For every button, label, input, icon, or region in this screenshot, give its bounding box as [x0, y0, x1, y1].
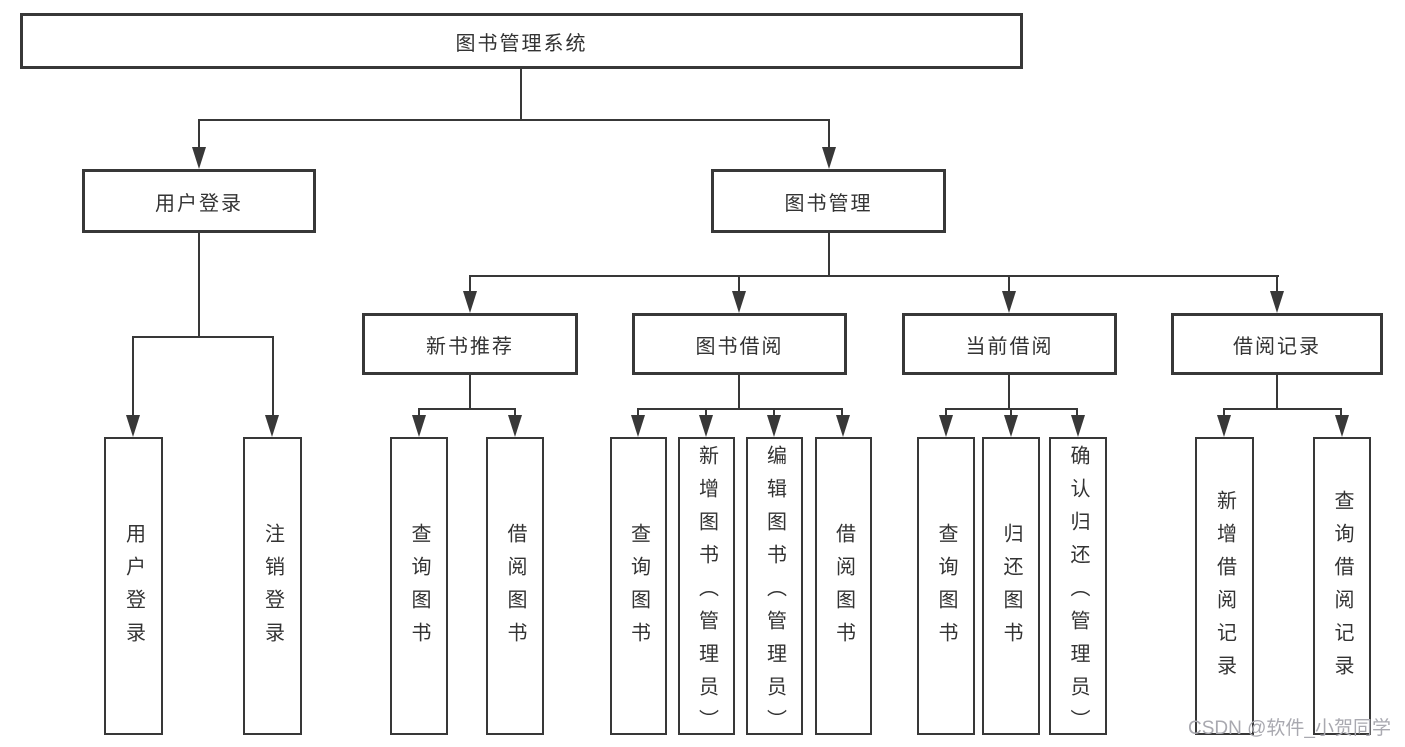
connector-line: [738, 375, 740, 408]
connector-line: [773, 410, 775, 416]
arrow-down-icon: [126, 415, 140, 437]
leaf-query-books-borrowing: 查询图书: [610, 437, 667, 735]
connector-line: [1076, 410, 1078, 416]
arrow-down-icon: [1270, 291, 1284, 313]
connector-line: [828, 233, 830, 275]
node-book-management: 图书管理: [711, 169, 946, 233]
connector-line: [272, 338, 274, 416]
arrow-down-icon: [463, 291, 477, 313]
connector-line: [514, 410, 516, 416]
arrow-down-icon: [1002, 291, 1016, 313]
connector-line: [198, 121, 200, 149]
connector-line: [469, 277, 471, 291]
node-new-book-recommendation: 新书推荐: [362, 313, 578, 375]
arrow-down-icon: [1071, 415, 1085, 437]
leaf-user-login: 用户登录: [104, 437, 163, 735]
arrow-down-icon: [265, 415, 279, 437]
leaf-add-borrow-record: 新增借阅记录: [1195, 437, 1254, 735]
arrow-down-icon: [412, 415, 426, 437]
leaf-confirm-return-admin: 确认归还（管理员）: [1049, 437, 1107, 742]
arrow-down-icon: [767, 415, 781, 437]
connector-line: [469, 275, 1279, 277]
arrow-down-icon: [1004, 415, 1018, 437]
connector-line: [828, 121, 830, 149]
connector-line: [198, 233, 200, 336]
connector-line: [1223, 410, 1225, 416]
leaf-borrow-books: 借阅图书: [815, 437, 872, 735]
leaf-borrow-books-recommend: 借阅图书: [486, 437, 544, 735]
node-book-borrowing: 图书借阅: [632, 313, 847, 375]
connector-line: [1008, 277, 1010, 291]
connector-line: [705, 410, 707, 416]
arrow-down-icon: [699, 415, 713, 437]
connector-line: [841, 410, 843, 416]
node-library-management-system: 图书管理系统: [20, 13, 1023, 69]
arrow-down-icon: [822, 147, 836, 169]
connector-line: [1276, 277, 1278, 291]
connector-line: [520, 69, 522, 119]
leaf-query-books-recommend: 查询图书: [390, 437, 448, 735]
csdn-watermark: CSDN @软件_小贺同学: [1188, 718, 1391, 739]
connector-line: [418, 408, 516, 410]
connector-line: [132, 338, 134, 416]
connector-line: [945, 408, 1078, 410]
arrow-down-icon: [631, 415, 645, 437]
leaf-edit-books-admin: 编辑图书（管理员）: [746, 437, 803, 742]
node-borrowing-records: 借阅记录: [1171, 313, 1383, 375]
connector-line: [1010, 410, 1012, 416]
node-current-borrowing: 当前借阅: [902, 313, 1117, 375]
connector-line: [418, 410, 420, 416]
arrow-down-icon: [508, 415, 522, 437]
leaf-add-books-admin: 新增图书（管理员）: [678, 437, 735, 742]
arrow-down-icon: [836, 415, 850, 437]
connector-line: [132, 336, 274, 338]
connector-line: [1008, 375, 1010, 408]
arrow-down-icon: [939, 415, 953, 437]
node-user-login: 用户登录: [82, 169, 316, 233]
connector-line: [945, 410, 947, 416]
connector-line: [1340, 410, 1342, 416]
arrow-down-icon: [1217, 415, 1231, 437]
connector-line: [469, 375, 471, 408]
connector-line: [738, 277, 740, 291]
arrow-down-icon: [732, 291, 746, 313]
connector-line: [1223, 408, 1342, 410]
leaf-query-books-current: 查询图书: [917, 437, 975, 735]
arrow-down-icon: [1335, 415, 1349, 437]
leaf-logout: 注销登录: [243, 437, 302, 735]
connector-line: [198, 119, 830, 121]
connector-line: [637, 410, 639, 416]
leaf-query-borrow-record: 查询借阅记录: [1313, 437, 1371, 735]
leaf-return-books: 归还图书: [982, 437, 1040, 735]
connector-line: [1276, 375, 1278, 408]
connector-line: [637, 408, 843, 410]
arrow-down-icon: [192, 147, 206, 169]
